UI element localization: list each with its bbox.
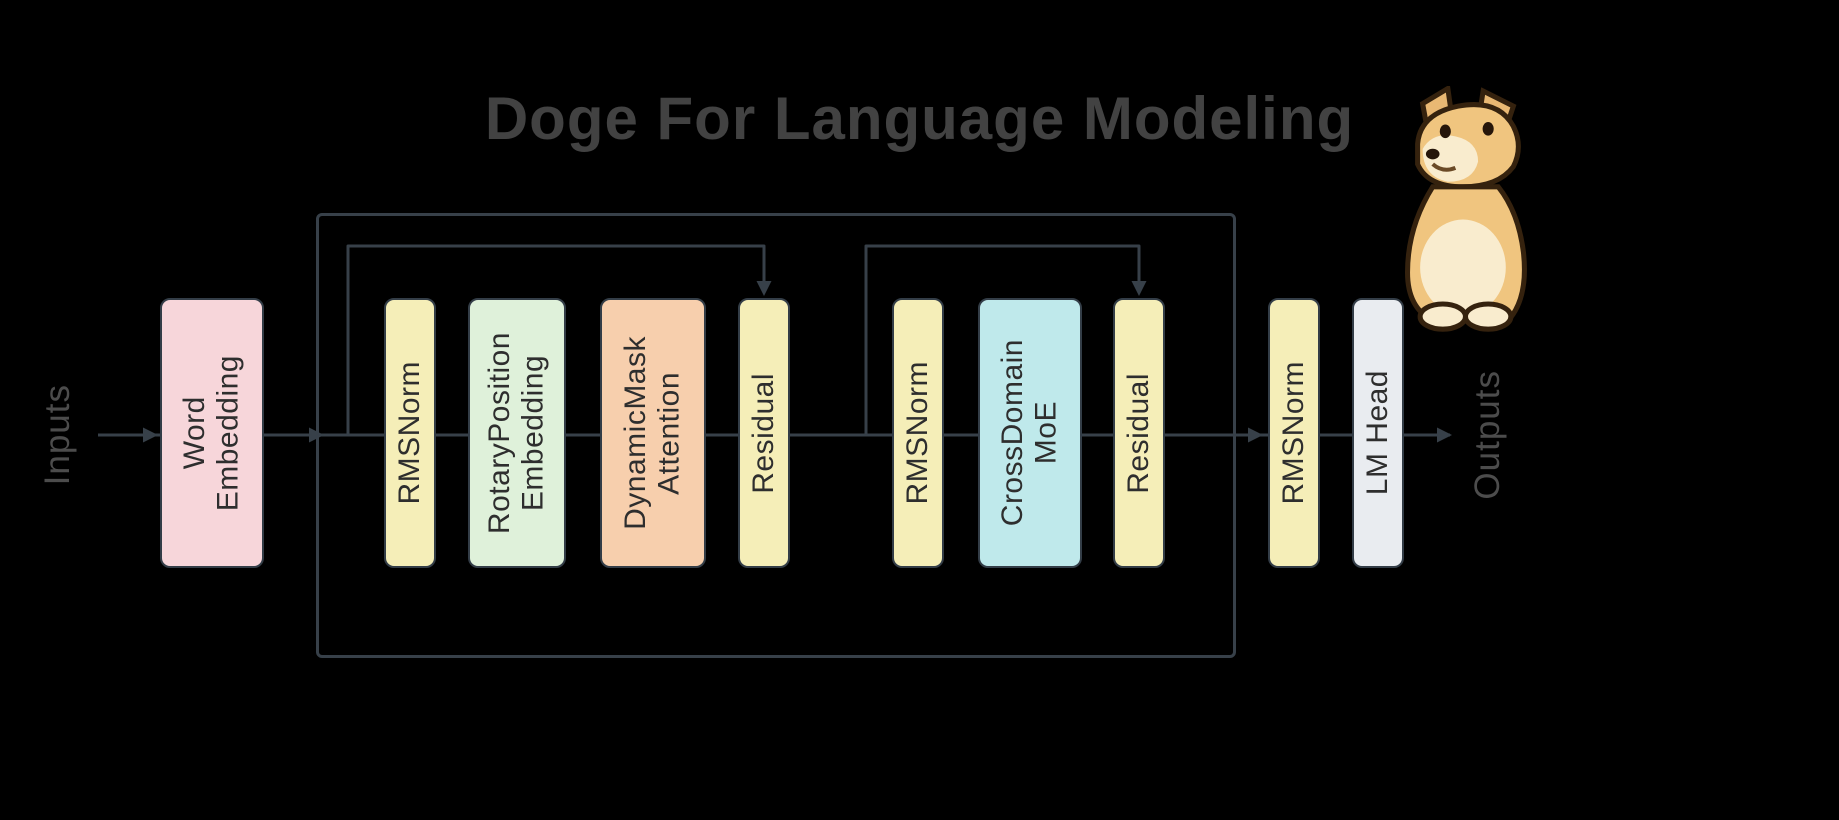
cross-domain-moe-label: CrossDomain MoE <box>996 339 1063 527</box>
lm-head-block: LM Head <box>1352 298 1404 568</box>
rmsnorm-3-block: RMSNorm <box>1268 298 1320 568</box>
cross-domain-moe-block: CrossDomain MoE <box>978 298 1082 568</box>
inputs-label: Inputs <box>38 384 78 486</box>
arrowhead-into-word-embedding <box>143 427 158 443</box>
doge-icon <box>1404 86 1527 332</box>
residual-2-block: Residual <box>1113 298 1165 568</box>
residual-1-block: Residual <box>738 298 790 568</box>
rmsnorm-2-block: RMSNorm <box>892 298 944 568</box>
arrowhead-into-final-rmsnorm <box>1248 427 1263 443</box>
outputs-label-wrap: Outputs <box>1458 318 1518 552</box>
lm-head-label: LM Head <box>1361 370 1395 496</box>
rmsnorm-2-label: RMSNorm <box>901 361 935 505</box>
word-embedding-label: Word Embedding <box>178 354 245 512</box>
word-embedding-block: Word Embedding <box>160 298 264 568</box>
arrowhead-into-outputs <box>1437 427 1452 443</box>
residual-2-label: Residual <box>1122 372 1156 494</box>
rmsnorm-1-label: RMSNorm <box>393 361 427 505</box>
diagram-title: Doge For Language Modeling <box>484 85 1355 152</box>
inputs-label-wrap: Inputs <box>28 318 88 552</box>
rmsnorm-1-block: RMSNorm <box>384 298 436 568</box>
arrowhead-skip-1 <box>756 281 772 296</box>
skip-connection-2 <box>864 244 1141 435</box>
rotary-position-embedding-label: RotaryPosition Embedding <box>483 331 550 535</box>
residual-1-label: Residual <box>747 372 781 494</box>
dynamic-mask-attention-label: DynamicMask Attention <box>619 336 686 530</box>
decoder-layer-outline <box>316 213 1236 658</box>
arrowhead-skip-2 <box>1131 281 1147 296</box>
rotary-position-embedding-block: RotaryPosition Embedding <box>468 298 566 568</box>
rmsnorm-3-label: RMSNorm <box>1277 361 1311 505</box>
skip-connection-1 <box>346 244 766 435</box>
outputs-label: Outputs <box>1468 370 1508 500</box>
dynamic-mask-attention-block: DynamicMask Attention <box>600 298 706 568</box>
